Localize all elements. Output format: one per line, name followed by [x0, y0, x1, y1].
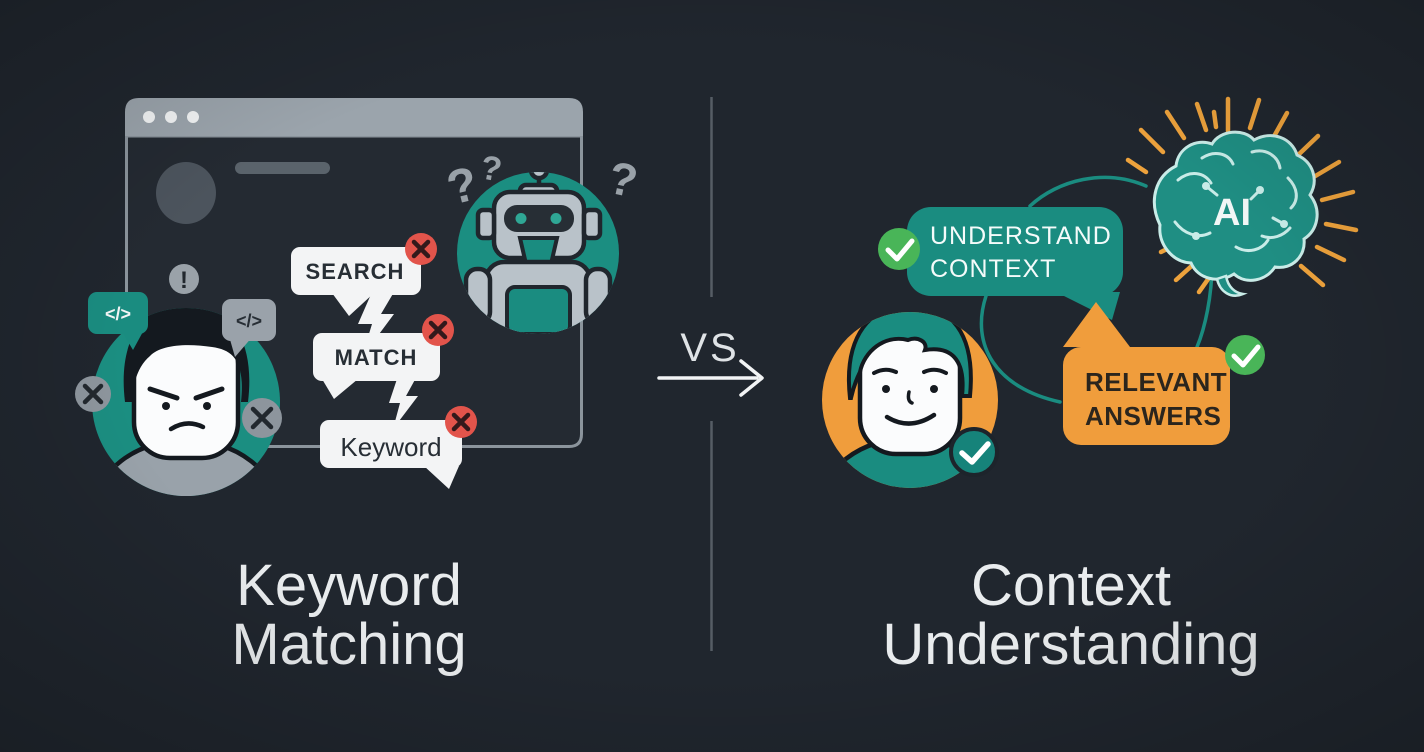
search-bubble-label: SEARCH — [306, 259, 405, 284]
search-speech-bubble: SEARCH — [291, 233, 437, 316]
code-tag-icon: </> — [105, 304, 131, 324]
eye — [203, 402, 211, 410]
keyword-bubble-label: Keyword — [340, 432, 441, 462]
right-title-line2: Understanding — [882, 612, 1259, 677]
match-speech-bubble: MATCH — [313, 314, 454, 399]
hair — [123, 308, 250, 402]
understand-context-bubble: UNDERSTAND CONTEXT — [878, 207, 1123, 320]
relevant-line2: ANSWERS — [1085, 401, 1221, 431]
question-mark-icon: ? — [604, 151, 642, 208]
success-check-badge-icon — [1225, 335, 1265, 375]
window-dot-icon — [165, 111, 177, 123]
eye — [162, 402, 170, 410]
code-tag-bubble-gray: </> — [222, 299, 276, 357]
understand-line2: CONTEXT — [930, 255, 1056, 283]
left-panel-title: Keyword Matching — [231, 553, 466, 677]
fail-x-circle-icon — [242, 398, 282, 438]
code-tag-bubble-teal: </> — [88, 292, 148, 350]
ai-label: AI — [1213, 192, 1251, 234]
keyword-matching-panel: ? ? ? — [75, 98, 642, 677]
avatar-placeholder — [156, 162, 216, 224]
connector-bubble-to-answers — [979, 294, 1062, 404]
error-badge-icon — [422, 314, 454, 346]
lightning-bolt-icon — [389, 376, 418, 429]
relevant-line1: RELEVANT — [1085, 367, 1227, 397]
circuit-nodes — [1192, 182, 1288, 240]
right-title-line1: Context — [971, 553, 1171, 618]
happy-user-avatar — [822, 312, 999, 488]
success-check-badge-icon — [878, 228, 920, 270]
code-tag-icon: </> — [236, 311, 262, 331]
frustrated-user-avatar — [75, 308, 282, 496]
fail-x-circle-icon — [75, 376, 111, 412]
left-title-line1: Keyword — [236, 553, 462, 618]
exclamation-icon: ! — [169, 264, 199, 294]
nose — [906, 390, 914, 405]
text-line-placeholder — [235, 162, 330, 174]
right-arrow-icon — [657, 359, 764, 397]
right-panel-title: Context Understanding — [882, 553, 1259, 677]
hair — [846, 312, 973, 400]
brain-rays — [1125, 96, 1359, 295]
error-badge-icon — [405, 233, 437, 265]
understand-line1: UNDERSTAND — [930, 222, 1112, 250]
eyebrows — [872, 367, 948, 375]
angry-eyebrows — [147, 386, 225, 401]
teal-check-badge-icon — [949, 427, 999, 477]
error-badge-icon — [445, 406, 477, 438]
eye — [882, 385, 890, 393]
relevant-answers-bubble: RELEVANT ANSWERS — [1063, 302, 1265, 445]
center-divider: VS — [657, 97, 764, 651]
window-dot-icon — [143, 111, 155, 123]
keyword-speech-bubble: Keyword — [320, 406, 477, 489]
window-dot-icon — [187, 111, 199, 123]
vs-label: VS — [680, 326, 739, 370]
match-bubble-label: MATCH — [335, 345, 418, 370]
robot-icon — [463, 172, 613, 334]
connector-bubble-to-brain — [1028, 175, 1148, 208]
context-understanding-panel: UNDERSTAND CONTEXT — [822, 96, 1359, 677]
ai-brain-icon: AI — [1125, 96, 1359, 297]
frown-mouth — [168, 421, 206, 432]
svg-text:!: ! — [180, 267, 188, 294]
left-title-line2: Matching — [231, 612, 466, 677]
brain-stem — [1215, 274, 1248, 297]
smile-mouth — [884, 412, 937, 426]
eye — [930, 385, 938, 393]
browser-titlebar — [125, 98, 583, 136]
